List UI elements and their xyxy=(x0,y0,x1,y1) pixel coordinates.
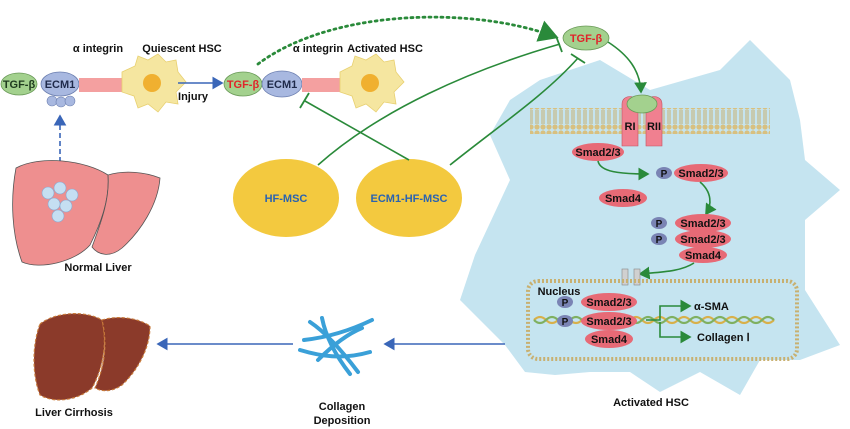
phospho-label-5: P xyxy=(562,317,569,328)
smad23-node-6 xyxy=(581,312,637,330)
smad-complex-arrow xyxy=(699,181,717,216)
smad23-label-4: Smad2/3 xyxy=(680,234,725,246)
smad4-label-3: Smad4 xyxy=(591,334,628,346)
nuclear-pore xyxy=(633,268,641,286)
collagen-deposition-label-2: Deposition xyxy=(314,415,371,427)
phospho-node-3 xyxy=(651,233,667,245)
activated-hsc-cell xyxy=(460,40,840,395)
smad4-node-3 xyxy=(585,330,633,348)
alpha-sma-label: α-SMA xyxy=(694,301,729,313)
ecm1-bead xyxy=(46,95,58,107)
smad23-node-3 xyxy=(675,214,731,232)
tgf-beta-node-left xyxy=(0,72,38,96)
activated-hsc-bottom-label: Activated HSC xyxy=(613,397,689,409)
cirrhosis-left-lobe xyxy=(33,313,105,401)
phospho-label-3: P xyxy=(656,235,663,246)
phospho-node-1 xyxy=(656,167,672,179)
phospho-node-2 xyxy=(651,217,667,229)
hf-msc-label: HF-MSC xyxy=(265,193,308,205)
smad23-label-2: Smad2/3 xyxy=(678,168,723,180)
alpha-integrin-bar-left xyxy=(79,78,123,92)
inhibit-bar xyxy=(570,53,586,64)
ecm1-bead xyxy=(64,95,76,107)
hf-msc-inhibits-tgf xyxy=(317,43,561,166)
alpha-integrin-label-middle: α integrin xyxy=(293,43,343,55)
smad23-node-2 xyxy=(674,164,728,182)
inhibit-bar xyxy=(299,92,310,109)
tgf-beta-label-right: TGF-β xyxy=(570,33,603,45)
outcome-panel: Collagen Deposition Liver Cirrhosis xyxy=(33,313,505,427)
ecm1-label-left: ECM1 xyxy=(45,79,76,91)
smad23-label-5: Smad2/3 xyxy=(586,297,631,309)
phospho-label-1: P xyxy=(661,169,668,180)
receptor-ligand xyxy=(626,94,658,114)
smad23-node-5 xyxy=(581,293,637,311)
collagen-1-label: Collagen Ⅰ xyxy=(697,332,750,344)
ecm1-label-middle: ECM1 xyxy=(267,79,298,91)
collagen-deposition-label-1: Collagen xyxy=(319,401,366,413)
tgf-beta-node-right xyxy=(562,25,610,51)
quiescent-hsc-label: Quiescent HSC xyxy=(142,43,222,55)
liver-cirrhosis-label: Liver Cirrhosis xyxy=(35,407,113,419)
smad4-node-1 xyxy=(599,189,647,207)
activated-hsc-top-label: Activated HSC xyxy=(347,43,423,55)
smad23-label-1: Smad2/3 xyxy=(575,147,620,159)
tgf-beta-label-middle: TGF-β xyxy=(227,79,260,91)
quiescent-panel: TGF-β ECM1 α integrin Quiescent HSC Inju… xyxy=(0,43,224,274)
collagen-arrow xyxy=(659,322,692,344)
smad23-node-1 xyxy=(572,143,624,161)
smad23-label-3: Smad2/3 xyxy=(680,218,725,230)
quiescent-hsc-nucleus xyxy=(143,74,161,92)
alpha-sma-arrow xyxy=(646,299,692,321)
phospho-label-2: P xyxy=(656,219,663,230)
nucleus-membrane xyxy=(526,279,799,361)
msc-panel: HF-MSC ECM1-HF-MSC xyxy=(233,35,586,237)
ecm1-hf-msc-node xyxy=(356,159,462,237)
smad23-node-4 xyxy=(675,230,731,248)
tgf-beta-label-left: TGF-β xyxy=(3,79,36,91)
nucleus-label: Nucleus xyxy=(538,286,581,298)
injury-label: Injury xyxy=(178,91,209,103)
collagen-fibers-icon xyxy=(298,316,374,376)
tgf-to-receptor-arrow xyxy=(607,41,647,94)
smad23-label-6: Smad2/3 xyxy=(586,316,631,328)
receptor-rii-label: RII xyxy=(647,121,661,133)
ecm1-bead xyxy=(55,96,67,108)
ecm1-hf-msc-inhibits-activation xyxy=(304,100,410,161)
alpha-integrin-bar-middle xyxy=(302,78,342,92)
inhibit-bar xyxy=(555,35,563,53)
signalling-panel: TGF-β RI RII Smad2/3 P Smad2/3 Smad4 P S… xyxy=(526,25,799,409)
smad4-node-2 xyxy=(679,247,727,263)
phospho-label-4: P xyxy=(562,298,569,309)
normal-liver-label: Normal Liver xyxy=(64,262,132,274)
tgf-release-dotted-arrow xyxy=(256,15,559,66)
normal-liver-right-lobe xyxy=(91,171,161,255)
phospho-node-4 xyxy=(557,296,573,308)
nuclear-pore xyxy=(621,268,629,286)
smad4-label-2: Smad4 xyxy=(685,250,722,262)
activated-hsc-top-panel: TGF-β ECM1 α integrin Activated HSC xyxy=(223,15,559,113)
liver-hsc-cluster xyxy=(41,181,79,223)
receptor-ri-label: RI xyxy=(625,121,636,133)
ecm1-hf-msc-label: ECM1-HF-MSC xyxy=(371,193,448,205)
cirrhosis-right-lobe xyxy=(94,316,151,392)
phospho-node-5 xyxy=(557,315,573,327)
hf-msc-node xyxy=(233,159,339,237)
ecm1-hf-msc-inhibits-tgf xyxy=(449,57,579,166)
activated-hsc-small-nucleus xyxy=(361,74,379,92)
smad-phosphorylation-arrow xyxy=(597,160,650,181)
smad4-label-1: Smad4 xyxy=(605,193,642,205)
alpha-integrin-label-left: α integrin xyxy=(73,43,123,55)
nuclear-translocation-arrow xyxy=(638,262,695,280)
